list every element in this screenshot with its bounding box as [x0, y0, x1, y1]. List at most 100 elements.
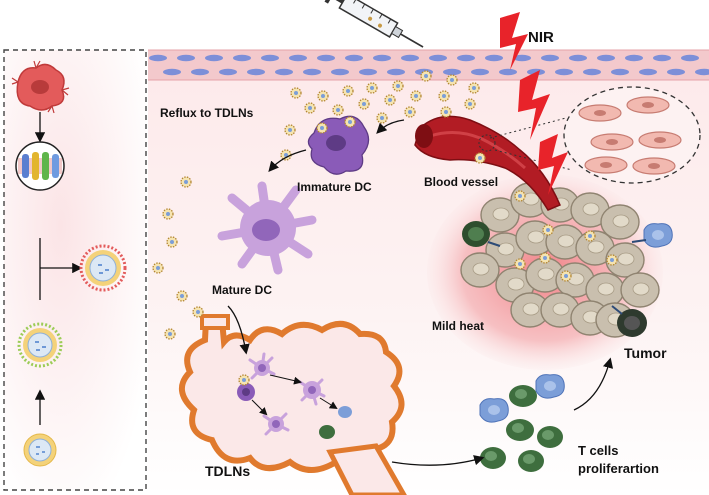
- endothelial-cell: [625, 54, 643, 62]
- nanoparticle: [446, 74, 458, 86]
- nanoparticle: [358, 98, 370, 110]
- endothelial-cell: [681, 54, 699, 62]
- mature-dc-label: Mature DC: [212, 283, 272, 297]
- nanoparticle: [344, 116, 356, 128]
- endothelial-cell: [457, 54, 475, 62]
- tumor-cell-nucleus: [612, 214, 630, 228]
- inset-cell-nucleus: [600, 162, 612, 168]
- nanoparticle: [238, 374, 250, 386]
- nanoparticle: [404, 106, 416, 118]
- endothelial-cell: [639, 68, 657, 76]
- nanoparticle: [192, 306, 204, 318]
- endothelial-cell: [205, 54, 223, 62]
- endothelial-cell: [443, 68, 461, 76]
- nanoparticle: [438, 90, 450, 102]
- endothelial-cell: [583, 68, 601, 76]
- nanoparticle: [514, 190, 526, 202]
- plain-nanoparticle-icon: [23, 433, 57, 467]
- tumor-cell-nucleus: [537, 267, 555, 281]
- nanoparticle: [606, 254, 618, 266]
- nanoparticle: [560, 270, 572, 282]
- nanoparticle: [180, 176, 192, 188]
- nanoparticle: [176, 290, 188, 302]
- endothelial-cell: [373, 54, 391, 62]
- endothelial-cell: [387, 68, 405, 76]
- lymph-node-dc-cells: [237, 352, 352, 439]
- blood-vessel-icon: [414, 115, 561, 211]
- tumor-cell-nucleus: [587, 240, 605, 254]
- tumor-cell-nucleus: [507, 277, 525, 291]
- nanoparticle: [392, 80, 404, 92]
- inset-cell-nucleus: [594, 110, 606, 116]
- nanoparticle: [284, 124, 296, 136]
- endothelial-cell: [499, 68, 517, 76]
- endothelial-cell: [345, 54, 363, 62]
- inset-cell-nucleus: [654, 137, 666, 143]
- reflux-label: Reflux to TDLNs: [160, 106, 254, 120]
- endothelial-cell: [555, 68, 573, 76]
- endothelial-cell: [331, 68, 349, 76]
- tumor-cell-nucleus: [582, 202, 600, 216]
- nanoparticle: [376, 112, 388, 124]
- immature-dc-label: Immature DC: [297, 180, 372, 194]
- tumor-cell-nucleus: [527, 230, 545, 244]
- endothelial-cell: [303, 68, 321, 76]
- nanoparticle: [304, 102, 316, 114]
- membrane-protein-icon: [15, 141, 65, 191]
- left-panel: [3, 49, 147, 491]
- nanoparticle: [542, 224, 554, 236]
- nanoparticle: [440, 106, 452, 118]
- nanoparticle: [464, 98, 476, 110]
- vessel-wall: [148, 49, 709, 81]
- endothelial-cell: [569, 54, 587, 62]
- nanoparticle: [584, 230, 596, 242]
- nanoparticle: [316, 122, 328, 134]
- nanoparticle: [514, 258, 526, 270]
- nanoparticle: [342, 85, 354, 97]
- endothelial-cell: [667, 68, 685, 76]
- endothelial-cell: [191, 68, 209, 76]
- nanoparticle: [468, 82, 480, 94]
- inset-cell-nucleus: [648, 163, 660, 169]
- nanoparticle: [332, 104, 344, 116]
- tumor-cell-nucleus: [472, 262, 490, 276]
- tumor-cell-nucleus: [492, 207, 510, 221]
- mature-dc-icon: [217, 181, 317, 275]
- endothelial-cell: [177, 54, 195, 62]
- endothelial-cell: [247, 68, 265, 76]
- endothelial-cell: [611, 68, 629, 76]
- flow-arrows: [227, 119, 614, 466]
- nanoparticle: [410, 90, 422, 102]
- inset-cell-nucleus: [642, 102, 654, 108]
- nanoparticle: [317, 90, 329, 102]
- tumor-cell-nucleus: [557, 234, 575, 248]
- nir-label: NIR: [528, 29, 554, 46]
- endothelial-cell: [541, 54, 559, 62]
- endothelial-cell: [513, 54, 531, 62]
- endothelial-cell: [275, 68, 293, 76]
- t-cells-label-line1: T cells: [578, 443, 618, 458]
- lymph-node-icon: [179, 314, 407, 495]
- mild-heat-label: Mild heat: [432, 319, 484, 333]
- endothelial-cell: [359, 68, 377, 76]
- endothelial-cell: [695, 68, 709, 76]
- tumor-edge-t-cells: [462, 221, 673, 337]
- endothelial-cell: [401, 54, 419, 62]
- tumor-cell-nucleus: [597, 282, 615, 296]
- tumor-cell-nucleus: [522, 302, 540, 316]
- lightning-icon: [500, 12, 568, 195]
- nanoparticle: [290, 87, 302, 99]
- syringe-icon: [324, 0, 424, 48]
- endothelial-cell: [471, 68, 489, 76]
- endothelial-cell: [317, 54, 335, 62]
- magnified-vessel-inset: [478, 86, 701, 184]
- endothelial-cell: [219, 68, 237, 76]
- nanoparticle: [162, 208, 174, 220]
- endothelial-cell: [149, 54, 167, 62]
- tumor-cell-nucleus: [552, 302, 570, 316]
- tumor-cell-nucleus: [617, 252, 635, 266]
- t-cells-label-line2: proliferartion: [578, 461, 659, 476]
- tumor-cell-nucleus: [497, 242, 515, 256]
